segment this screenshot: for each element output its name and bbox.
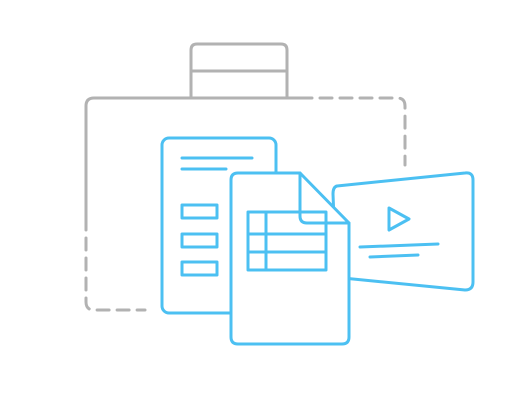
spreadsheet-document-icon: [229, 171, 351, 346]
briefcase-handle: [189, 42, 289, 100]
video-card-icon: [331, 171, 475, 292]
briefcase-body-dashed-bottom: [84, 236, 147, 312]
play-icon: [387, 206, 411, 232]
briefcase-body-dashed-top: [298, 96, 407, 167]
briefcase-body-solid: [84, 96, 302, 232]
briefcase-icon: [84, 42, 407, 312]
